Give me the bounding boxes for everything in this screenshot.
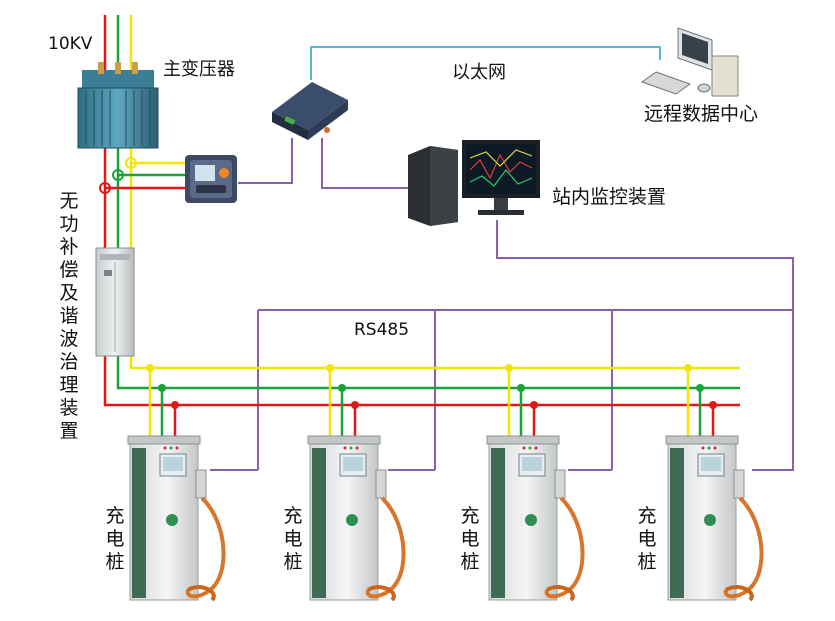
junction-dots (146, 364, 717, 409)
charger-label-3: 充电桩 (460, 505, 480, 573)
main-transformer-icon (77, 62, 159, 149)
charging-piles (127, 435, 764, 602)
charging-pile-icon (127, 435, 226, 602)
ethernet-label: 以太网 (452, 62, 506, 83)
charger-label-1: 充电桩 (105, 505, 125, 573)
station-monitor-workstation-icon (408, 140, 540, 226)
compensation-cabinet-icon (95, 247, 135, 357)
charging-pile-icon (665, 435, 764, 602)
remote-computer-icon (640, 27, 739, 97)
compensation-label: 无功补偿及谐波治理装置 (59, 190, 79, 442)
station-monitor-label: 站内监控装置 (552, 186, 667, 208)
serial-gateway-icon (272, 82, 348, 140)
distribution-phase-lines (103, 148, 740, 407)
charger-label-2: 充电桩 (283, 505, 303, 573)
communication-lines (210, 138, 794, 471)
voltage-label: 10KV (48, 34, 93, 54)
current-transformer-rings (99, 157, 137, 194)
power-meter-icon (185, 155, 237, 203)
charger-label-4: 充电桩 (637, 505, 657, 573)
ethernet-link (310, 46, 661, 80)
rs485-label: RS485 (354, 320, 410, 340)
transformer-label: 主变压器 (163, 59, 235, 80)
charger-tap-connections (148, 368, 715, 445)
charging-pile-icon (307, 435, 406, 602)
remote-center-label: 远程数据中心 (644, 103, 759, 125)
charging-pile-icon (486, 435, 585, 602)
